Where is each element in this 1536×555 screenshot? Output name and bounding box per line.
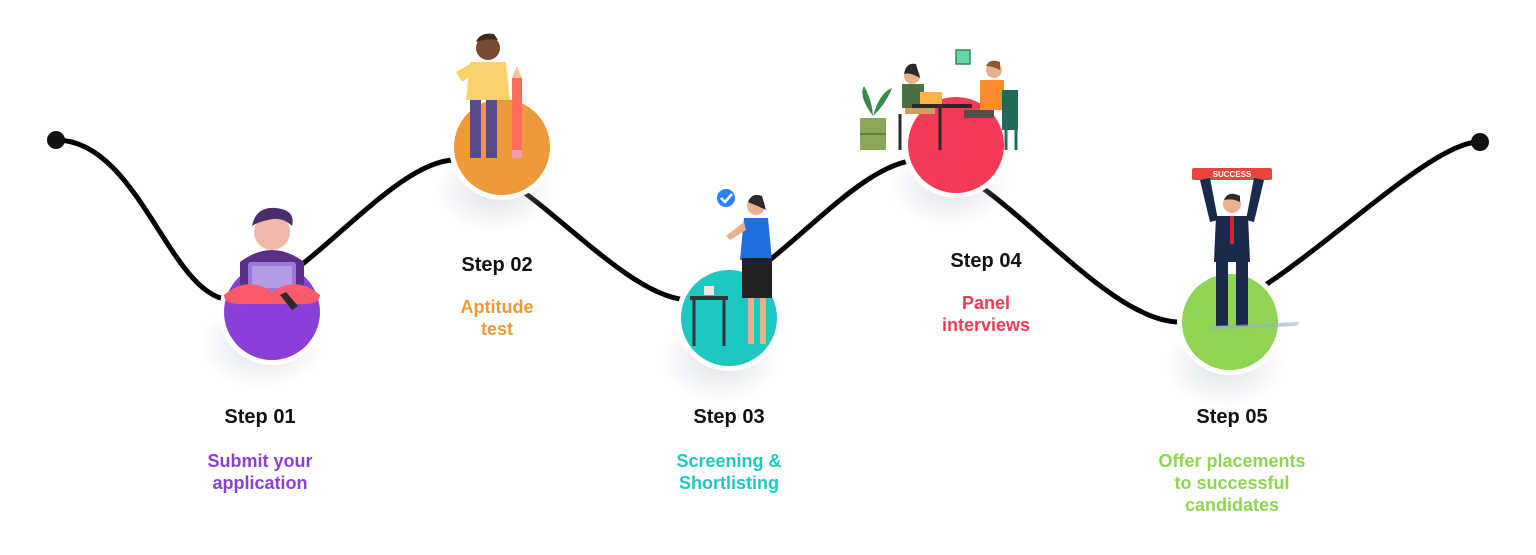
path-start-dot xyxy=(47,131,65,149)
man-with-success-banner-icon: SUCCESS xyxy=(1192,168,1300,330)
step-4-description-line: Panel xyxy=(961,293,1011,313)
success-banner-text: SUCCESS xyxy=(1213,170,1252,179)
step-1-title: Step 01 xyxy=(224,406,296,428)
step-5-description-line: Offer placements xyxy=(1158,451,1306,471)
step-5-description: Offer placements to successful candidate… xyxy=(1132,450,1332,516)
step-5-node xyxy=(1165,269,1285,407)
step-2-description-line: Aptitude xyxy=(460,297,534,317)
step-5-title: Step 05 xyxy=(1196,406,1268,428)
step-4-description-line: interviews xyxy=(941,315,1031,335)
step-2-description: Aptitude test xyxy=(397,296,597,340)
step-4-title: Step 04 xyxy=(950,250,1022,272)
step-2-description-line: test xyxy=(480,319,513,339)
step-1-description-line: application xyxy=(212,473,308,493)
step-4-description: Panel interviews xyxy=(886,292,1086,336)
step-5-description-line: candidates xyxy=(1184,495,1280,515)
step-3-description-line: Screening & xyxy=(676,451,782,471)
person-with-laptop-icon xyxy=(224,207,320,310)
step-3-title: Step 03 xyxy=(693,406,765,428)
step-1-description: Submit your application xyxy=(160,450,360,494)
step-1-description-line: Submit your xyxy=(207,451,313,471)
woman-presenting-icon xyxy=(690,189,772,346)
step-2-title: Step 02 xyxy=(461,254,533,276)
interview-desk-icon xyxy=(860,49,1018,150)
step-5-description-line: to successful xyxy=(1174,473,1290,493)
path-end-dot xyxy=(1471,133,1489,151)
step-4-node xyxy=(890,92,1010,227)
step-3-description-line: Shortlisting xyxy=(679,473,779,493)
person-with-pencil-icon xyxy=(456,33,522,158)
step-3-description: Screening & Shortlisting xyxy=(629,450,829,494)
